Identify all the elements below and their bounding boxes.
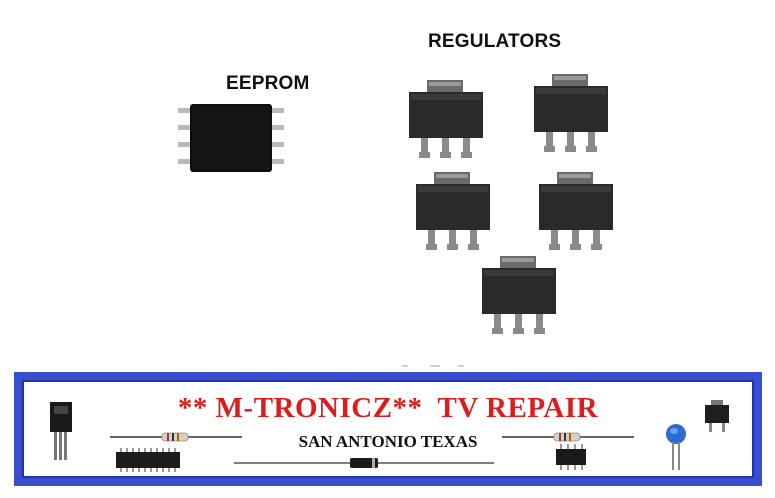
ic-chip-icon: [116, 448, 180, 472]
banner-subtitle: SAN ANTONIO TEXAS: [298, 432, 478, 451]
capacitor-icon: [666, 424, 686, 470]
faint-marks: [402, 365, 464, 367]
banner-title: ** M-TRONICZ** TV REPAIR: [177, 392, 599, 424]
banner-inner: ** M-TRONICZ** TV REPAIR SAN ANTONIO TEX…: [22, 380, 754, 478]
regulator-icon: [416, 172, 490, 250]
transistor-icon: [50, 402, 72, 460]
banner: ** M-TRONICZ** TV REPAIR SAN ANTONIO TEX…: [14, 372, 762, 486]
eeprom-heading: EEPROM: [226, 73, 310, 94]
regulator-icon: [482, 256, 556, 334]
regulator-icon: [534, 74, 608, 152]
resistor-icon: [502, 432, 634, 442]
ic-chip-icon: [556, 444, 586, 470]
eeprom-chip-icon: [178, 104, 284, 172]
regulator-icon: [539, 172, 613, 250]
regulator-icon: [409, 80, 483, 158]
regulator-icon: [705, 400, 729, 432]
diode-icon: [234, 458, 494, 468]
resistor-icon: [110, 432, 242, 442]
regulators-heading: REGULATORS: [428, 31, 562, 52]
